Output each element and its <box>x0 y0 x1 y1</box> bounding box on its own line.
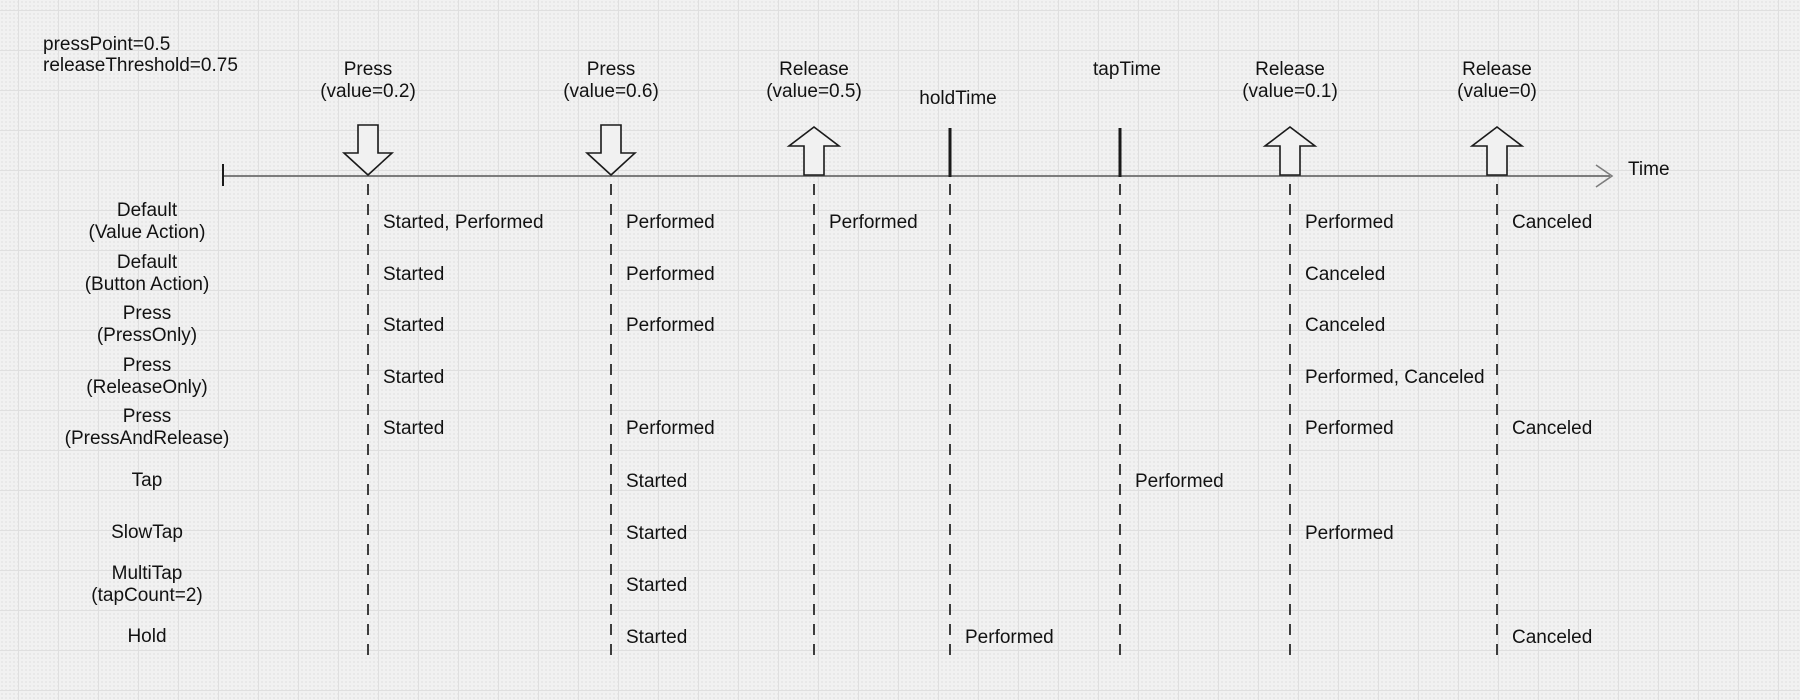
phase-annotation: Canceled <box>1305 315 1386 336</box>
phase-annotation: Started <box>383 264 445 285</box>
event-label-hold-time: holdTime <box>919 88 996 110</box>
event-label-release-value-0: Release(value=0) <box>1457 59 1537 103</box>
row-label-line: Press <box>122 355 172 376</box>
phase-annotation: Started, Performed <box>383 212 544 233</box>
row-label-7: MultiTap(tapCount=2) <box>32 563 262 607</box>
row-label-line: Default <box>116 200 178 221</box>
phase-annotation: Started <box>383 418 445 439</box>
row-label-5: Tap <box>32 470 262 492</box>
time-axis-label: Time <box>1628 159 1670 180</box>
row-label-line: (Value Action) <box>88 222 206 243</box>
row-label-3: Press(ReleaseOnly) <box>32 355 262 399</box>
row-label-line: Press <box>122 303 172 324</box>
row-label-0: Default(Value Action) <box>32 200 262 244</box>
phase-annotation: Started <box>626 575 688 596</box>
row-label-line: SlowTap <box>111 522 183 543</box>
press-down-arrow-icon <box>584 124 638 177</box>
event-label-release-value-0.5: Release(value=0.5) <box>766 59 862 103</box>
event-label-line: holdTime <box>919 88 997 109</box>
phase-annotation: Started <box>626 523 688 544</box>
phase-annotation: Canceled <box>1305 264 1386 285</box>
event-label-line: (value=0) <box>1457 81 1537 102</box>
event-label-line: Release <box>1255 59 1325 80</box>
row-label-line: (tapCount=2) <box>91 585 203 606</box>
phase-annotation: Started <box>626 471 688 492</box>
phase-annotation: Performed <box>1305 523 1394 544</box>
phase-annotation: Performed <box>1305 212 1394 233</box>
event-label-press-value-0.2: Press(value=0.2) <box>320 59 416 103</box>
release-up-arrow-icon <box>1262 125 1318 176</box>
row-label-6: SlowTap <box>32 522 262 544</box>
row-label-8: Hold <box>32 626 262 648</box>
release-up-arrow-icon <box>786 125 842 176</box>
event-label-press-value-0.6: Press(value=0.6) <box>563 59 659 103</box>
event-label-line: (value=0.1) <box>1242 81 1338 102</box>
phase-annotation: Started <box>626 627 688 648</box>
phase-annotation: Performed <box>626 418 715 439</box>
phase-annotation: Performed <box>829 212 918 233</box>
phase-annotation: Performed <box>965 627 1054 648</box>
press-down-arrow-icon <box>341 124 395 177</box>
row-label-line: (PressOnly) <box>96 325 198 346</box>
config-press-point: pressPoint=0.5 <box>43 34 171 55</box>
row-label-1: Default(Button Action) <box>32 252 262 296</box>
event-label-line: Release <box>779 59 849 80</box>
event-label-line: Release <box>1462 59 1532 80</box>
row-label-line: (ReleaseOnly) <box>86 377 208 398</box>
row-label-line: MultiTap <box>111 563 183 584</box>
phase-annotation: Performed <box>1135 471 1224 492</box>
phase-annotation: Performed <box>626 264 715 285</box>
event-label-line: Press <box>586 59 636 80</box>
event-label-line: Press <box>343 59 393 80</box>
row-label-line: (Button Action) <box>84 274 210 295</box>
event-label-line: (value=0.6) <box>563 81 659 102</box>
config-note: pressPoint=0.5 releaseThreshold=0.75 <box>43 34 238 76</box>
release-up-arrow-icon <box>1469 125 1525 176</box>
event-label-line: (value=0.5) <box>766 81 862 102</box>
phase-annotation: Performed <box>626 315 715 336</box>
phase-annotation: Canceled <box>1512 418 1593 439</box>
row-label-line: Press <box>122 406 172 427</box>
time-axis-arrowhead-icon <box>1595 164 1614 188</box>
phase-annotation: Canceled <box>1512 212 1593 233</box>
event-label-line: (value=0.2) <box>320 81 416 102</box>
event-label-line: tapTime <box>1093 59 1161 80</box>
phase-annotation: Started <box>383 367 445 388</box>
config-release-threshold: releaseThreshold=0.75 <box>43 55 238 76</box>
row-label-line: Tap <box>131 470 163 491</box>
phase-annotation: Performed <box>1305 418 1394 439</box>
phase-annotation: Started <box>383 315 445 336</box>
phase-annotation: Canceled <box>1512 627 1593 648</box>
event-label-release-value-0.1: Release(value=0.1) <box>1242 59 1338 103</box>
row-label-4: Press(PressAndRelease) <box>32 406 262 450</box>
row-label-line: Hold <box>127 626 167 647</box>
event-label-tap-time: tapTime <box>1093 59 1161 81</box>
row-label-2: Press(PressOnly) <box>32 303 262 347</box>
phase-annotation: Performed, Canceled <box>1305 367 1485 388</box>
row-label-line: Default <box>116 252 178 273</box>
row-label-line: (PressAndRelease) <box>64 428 230 449</box>
phase-annotation: Performed <box>626 212 715 233</box>
